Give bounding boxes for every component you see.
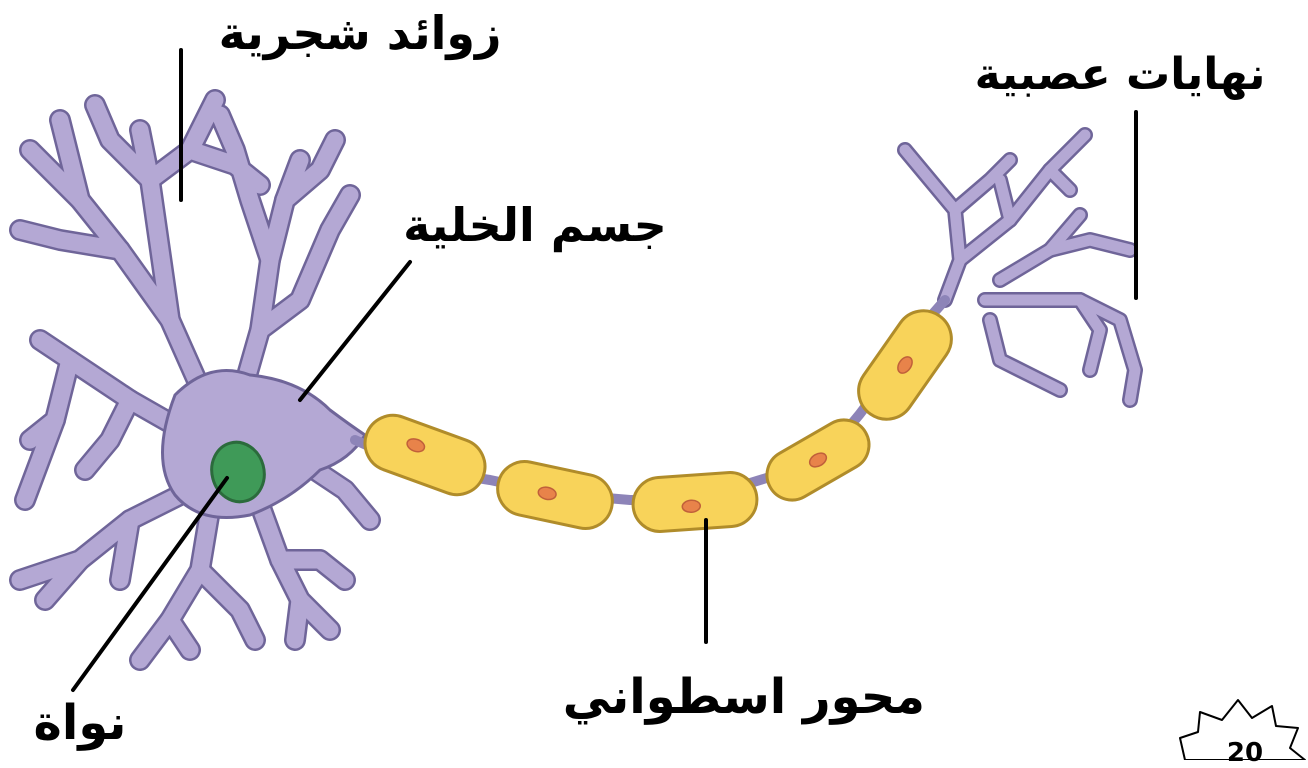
schwann-nucleus bbox=[682, 500, 701, 513]
axon-label: محور اسطواني bbox=[565, 664, 925, 730]
myelin-segment bbox=[357, 407, 493, 502]
myelin-segment bbox=[631, 471, 758, 534]
cell-body-label: جسم الخلية bbox=[395, 192, 675, 258]
dendrites-label: زوائد شجرية bbox=[205, 0, 515, 66]
myelin-segment bbox=[758, 411, 878, 509]
myelin-segment bbox=[848, 300, 963, 430]
nucleus-label: نواة bbox=[0, 690, 160, 756]
myelin-segment bbox=[493, 457, 618, 534]
page-number: 20 bbox=[1215, 738, 1275, 768]
myelin-sheath bbox=[357, 300, 962, 534]
axon-terminals-label: نهايات عصبية bbox=[950, 42, 1290, 108]
